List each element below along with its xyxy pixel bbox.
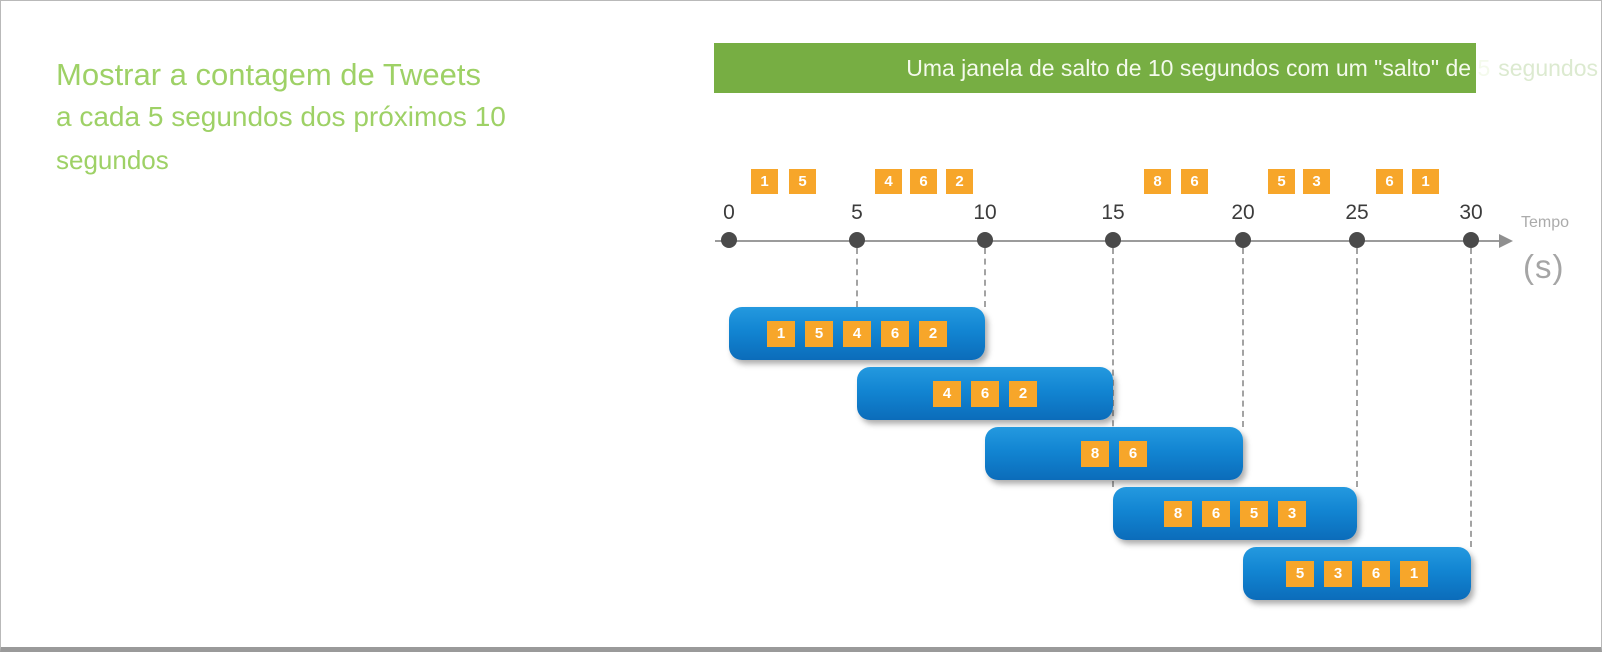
dashed-line (984, 248, 986, 307)
page-title: Mostrar a contagem de Tweets a cada 5 se… (56, 59, 506, 173)
window-event-box: 4 (933, 380, 961, 407)
window-event-box: 6 (1362, 560, 1390, 587)
window-event-box: 1 (767, 320, 795, 347)
timeline-arrowhead-icon (1499, 234, 1513, 248)
tick-label: 30 (1459, 201, 1483, 224)
window-event-box: 5 (1240, 500, 1268, 527)
window-event-box: 1 (1400, 560, 1428, 587)
event-box: 5 (1268, 169, 1295, 194)
title-line-3: segundos (56, 145, 169, 175)
event-box: 6 (1181, 169, 1208, 194)
dashed-line (1242, 248, 1244, 427)
window-event-box: 8 (1164, 500, 1192, 527)
window-event-box: 6 (1202, 500, 1230, 527)
window-event-box: 2 (919, 320, 947, 347)
tick-label: 0 (723, 201, 735, 224)
tick-label: 15 (1101, 201, 1125, 224)
event-box: 2 (946, 169, 973, 194)
timeline-dot (849, 232, 865, 248)
dashed-line (1470, 248, 1472, 547)
window-event-box: 4 (843, 320, 871, 347)
event-box: 3 (1303, 169, 1330, 194)
tick-label: 5 (851, 201, 863, 224)
window-event-box: 3 (1278, 500, 1306, 527)
window-event-box: 6 (971, 380, 999, 407)
dashed-line (1356, 248, 1358, 487)
event-box: 4 (875, 169, 902, 194)
timeline-dot (977, 232, 993, 248)
banner-caption-overflow: segundos (1498, 54, 1598, 81)
banner-caption-inside: Uma janela de salto de 10 segundos com u… (906, 54, 1491, 81)
event-box: 6 (1376, 169, 1403, 194)
window-event-box: 5 (805, 320, 833, 347)
tick-label: 20 (1231, 201, 1255, 224)
event-box: 1 (751, 169, 778, 194)
window-event-box: 3 (1324, 560, 1352, 587)
timeline-dot (1463, 232, 1479, 248)
timeline-dot (1235, 232, 1251, 248)
timeline-dot (1105, 232, 1121, 248)
event-box: 1 (1412, 169, 1439, 194)
timeline-dot (1349, 232, 1365, 248)
dashed-line (856, 248, 858, 307)
event-box: 8 (1144, 169, 1171, 194)
window-event-box: 6 (881, 320, 909, 347)
tick-label: 10 (973, 201, 997, 224)
event-box: 5 (789, 169, 816, 194)
window-event-box: 5 (1286, 560, 1314, 587)
axis-unit-seconds: (s) (1523, 248, 1565, 285)
axis-label-tempo: Tempo (1521, 214, 1570, 231)
banner-caption: Uma janela de salto de 10 segundos com u… (714, 43, 1598, 93)
tick-label: 25 (1345, 201, 1369, 224)
dashed-line (1112, 248, 1114, 487)
banner-rect (714, 43, 1476, 93)
window-event-box: 8 (1081, 440, 1109, 467)
title-line-2: a cada 5 segundos dos próximos 10 (56, 101, 506, 132)
window-event-box: 6 (1119, 440, 1147, 467)
title-line-1: Mostrar a contagem de Tweets (56, 57, 482, 92)
window-event-box: 2 (1009, 380, 1037, 407)
event-box: 6 (910, 169, 937, 194)
timeline-dot (721, 232, 737, 248)
